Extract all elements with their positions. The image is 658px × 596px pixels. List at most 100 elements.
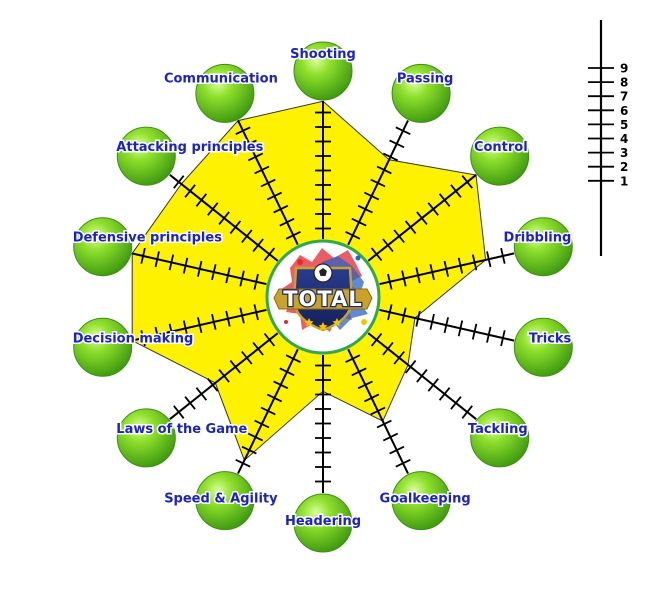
spoke-tick <box>173 405 185 419</box>
skill-ball-dribbling <box>513 217 573 277</box>
spoke-tick <box>450 396 462 410</box>
spoke-tick <box>140 330 146 347</box>
spoke-tick <box>461 405 473 419</box>
spoke-tick <box>263 332 276 347</box>
spoke-tick <box>182 257 189 274</box>
scale-label: 3 <box>620 146 628 160</box>
spoke-tick <box>235 458 251 468</box>
spoke-tick <box>168 254 175 271</box>
spoke-tick <box>370 178 386 188</box>
skill-ball-defensive-principles <box>73 217 133 277</box>
spoke-tick <box>389 445 405 455</box>
spoke-tick <box>416 211 428 225</box>
spoke-tick <box>253 273 259 290</box>
spoke-tick <box>389 139 405 149</box>
stars-icon <box>304 318 342 331</box>
spoke-tick <box>239 270 245 287</box>
spoke-tick <box>235 126 251 136</box>
spoke-tick <box>266 191 282 201</box>
spoke-tick <box>471 254 478 271</box>
spoke-tick <box>279 367 295 377</box>
scale-label: 4 <box>620 132 628 146</box>
skill-ball-laws-of-the-game <box>116 408 176 468</box>
spoke-tick <box>260 406 276 416</box>
spoke-tick <box>450 184 462 198</box>
spoke-tick <box>195 387 208 401</box>
skill-labels-layer: ShootingPassingControlDribblingTricksTac… <box>71 46 573 531</box>
spokes-layer <box>112 82 534 512</box>
spoke-tick <box>211 313 217 330</box>
scale-label: 8 <box>620 76 628 90</box>
logo-text: TOTAL <box>283 287 363 311</box>
spoke-tick <box>393 350 405 365</box>
spoke-tick <box>427 202 439 216</box>
scale-label: 7 <box>620 90 628 104</box>
spoke-tick <box>263 247 276 262</box>
scale-label: 6 <box>620 104 628 118</box>
spoke-tick <box>197 317 203 334</box>
skill-label-tricks: Tricks <box>529 331 572 346</box>
skill-label-tackling: Tackling <box>468 422 528 437</box>
scale-label: 5 <box>620 118 628 132</box>
spoke-tick <box>429 313 435 330</box>
spoke-tick <box>351 217 367 227</box>
skill-balls-layer <box>73 41 573 553</box>
skill-ball-goalkeeping <box>391 471 451 531</box>
spoke-tick <box>247 152 264 162</box>
spoke-tick <box>225 310 231 327</box>
skill-label-speed-and-agility: Speed & Agility <box>164 492 278 507</box>
spoke-tick <box>415 310 421 327</box>
skill-ball-speed-and-agility <box>195 471 255 531</box>
skill-label-shooting: Shooting <box>290 47 356 62</box>
spoke-tick <box>197 260 203 277</box>
spoke-tick <box>253 304 259 321</box>
spoke-tick <box>140 247 146 264</box>
logo-banner <box>273 288 373 310</box>
spoke-tick <box>393 229 405 244</box>
spoke-tick <box>229 360 242 374</box>
spoke-tick <box>461 175 473 189</box>
skill-label-control: Control <box>474 140 528 155</box>
spoke-tick <box>370 247 383 262</box>
skill-label-attacking-principles: Attacking principles <box>116 140 263 155</box>
spoke-tick <box>218 211 230 225</box>
spoke-tick <box>457 320 464 337</box>
skill-label-dribbling: Dribbling <box>504 231 572 246</box>
spoke-tick <box>184 184 196 198</box>
spoke-tick <box>457 257 464 274</box>
skill-ball-tackling <box>470 408 530 468</box>
spoke-tick <box>154 326 160 343</box>
spoke-tick <box>351 367 367 377</box>
spoke-tick <box>416 369 428 383</box>
spoke-tick <box>395 458 411 468</box>
spoke-tick <box>382 238 394 253</box>
spoke-tick <box>225 267 231 284</box>
spoke-tick <box>254 419 270 429</box>
skill-ball-headering <box>293 493 353 553</box>
spoke-tick <box>404 220 417 234</box>
skill-label-passing: Passing <box>397 71 453 86</box>
scale-label: 9 <box>620 62 628 76</box>
center-logo: TOTAL <box>265 239 381 355</box>
skill-ball-shooting <box>293 41 353 101</box>
spoke-tick <box>285 230 301 240</box>
spoke-tick <box>429 264 435 281</box>
spoke-tick <box>387 273 393 290</box>
spoke-tick <box>370 406 386 416</box>
spoke-tick <box>182 320 189 337</box>
spoke-tick <box>195 193 208 207</box>
spoke-tick <box>443 317 449 334</box>
spoke-tick <box>471 323 478 340</box>
spoke-tick <box>254 165 270 175</box>
spoke-tick <box>395 126 411 136</box>
spoke-tick <box>241 139 257 149</box>
spoke-tick <box>443 260 449 277</box>
scale-label: 2 <box>620 160 628 174</box>
spoke-tick <box>500 330 506 347</box>
skill-label-goalkeeping: Goalkeeping <box>380 492 471 507</box>
spoke-tick <box>241 229 253 244</box>
spoke-tick <box>404 360 417 374</box>
spoke-tick <box>273 204 289 214</box>
